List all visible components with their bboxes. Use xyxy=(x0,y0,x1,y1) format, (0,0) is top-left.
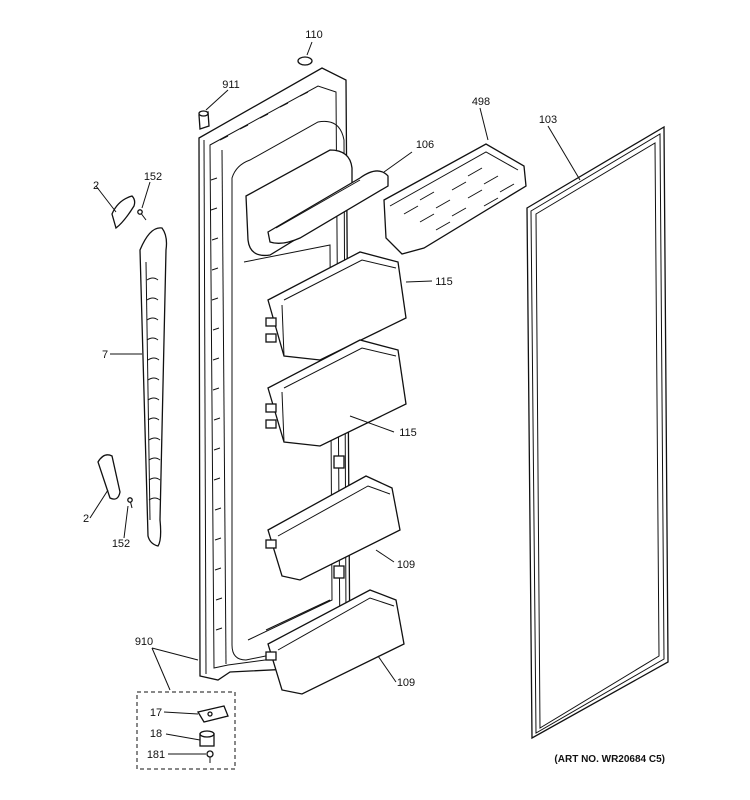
handle-cap-top xyxy=(111,195,136,230)
label-911: 911 xyxy=(222,79,240,91)
label-181: 181 xyxy=(147,749,165,761)
door-handle xyxy=(139,227,168,547)
label-152-bottom: 152 xyxy=(112,538,130,550)
handle-screw-top xyxy=(137,209,147,221)
hinge-screw xyxy=(206,750,214,763)
handle-cap-bottom xyxy=(97,454,121,500)
label-7: 7 xyxy=(102,349,108,361)
door-top-plug xyxy=(297,56,313,66)
label-17: 17 xyxy=(150,707,162,719)
label-110: 110 xyxy=(305,29,323,41)
label-115-bottom: 115 xyxy=(399,427,417,439)
hinge-plate xyxy=(196,705,229,723)
label-109-bottom: 109 xyxy=(397,677,415,689)
label-152-top: 152 xyxy=(144,171,162,183)
door-gasket xyxy=(526,125,669,740)
door-bin-lower-2 xyxy=(265,589,405,695)
label-115-top: 115 xyxy=(435,276,453,288)
label-18: 18 xyxy=(150,728,162,740)
hinge-pin-bushing xyxy=(199,730,215,747)
egg-bin xyxy=(383,143,527,255)
label-109-top: 109 xyxy=(397,559,415,571)
door-stop-bushing xyxy=(198,110,210,130)
label-103: 103 xyxy=(539,114,557,126)
dairy-door xyxy=(267,170,389,244)
art-number: (ART NO. WR20684 C5) xyxy=(554,754,665,765)
hinge-kit-box xyxy=(136,691,236,770)
label-2-top: 2 xyxy=(93,180,99,192)
label-498: 498 xyxy=(472,96,490,108)
label-2-bottom: 2 xyxy=(83,513,89,525)
door-bin-lower-1 xyxy=(265,475,401,581)
label-106: 106 xyxy=(416,139,434,151)
handle-screw-bottom xyxy=(127,497,133,509)
label-910: 910 xyxy=(135,636,153,648)
leader-lines xyxy=(89,41,581,755)
door-bin-upper xyxy=(265,251,407,361)
door-bin-middle xyxy=(265,339,407,469)
